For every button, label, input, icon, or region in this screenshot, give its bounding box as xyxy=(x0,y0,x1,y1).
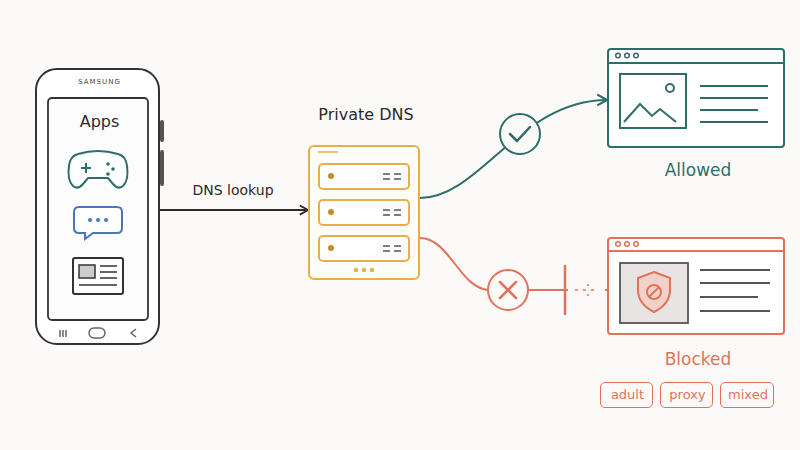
server-leds xyxy=(328,173,334,251)
check-circle xyxy=(500,114,540,154)
chat-icon xyxy=(74,207,122,239)
news-image xyxy=(79,265,95,278)
allowed-window: Allowed xyxy=(607,48,785,148)
cross-circle xyxy=(488,270,528,310)
image-placeholder xyxy=(620,74,686,128)
phone-body xyxy=(35,68,160,345)
window-dots xyxy=(616,242,639,247)
server-edge xyxy=(318,151,338,153)
nav-buttons xyxy=(60,328,136,338)
result-label: Blocked xyxy=(609,349,787,369)
category-text: proxy xyxy=(661,383,714,406)
gamepad-dpad xyxy=(81,163,91,173)
gamepad-button xyxy=(111,167,115,171)
connector xyxy=(160,209,308,211)
chat-dot xyxy=(88,218,92,222)
dashed-remainder xyxy=(575,289,599,291)
block-bar xyxy=(564,266,567,314)
image-placeholder xyxy=(620,263,688,323)
sun-icon xyxy=(666,84,674,92)
window-body xyxy=(607,237,785,335)
category-text: adult xyxy=(601,383,654,406)
gamepad-button xyxy=(106,172,110,176)
screen-heading: Apps xyxy=(37,112,162,131)
category-tag: proxy xyxy=(660,382,713,408)
category-tag: adult xyxy=(600,382,653,408)
chat-dot xyxy=(104,218,108,222)
server-body xyxy=(308,145,420,280)
connector xyxy=(420,238,607,290)
result-label: Allowed xyxy=(609,160,787,180)
phone-device: SAMSUNG Apps xyxy=(35,68,160,345)
server-label: Private DNS xyxy=(290,105,442,124)
window-body xyxy=(607,48,785,148)
gamepad-button xyxy=(106,162,110,166)
category-text: mixed xyxy=(721,383,775,406)
brand-label: SAMSUNG xyxy=(37,78,162,86)
blocked-window: Blocked xyxy=(607,237,785,335)
dashed-dot xyxy=(587,294,589,296)
window-titlebar xyxy=(607,62,785,64)
mountain-icon xyxy=(624,104,676,122)
ban-icon xyxy=(647,285,661,299)
news-icon xyxy=(73,258,123,294)
phone-button xyxy=(160,150,164,186)
text-lines xyxy=(700,270,770,311)
check-mark xyxy=(510,127,530,141)
server-dots xyxy=(354,268,374,272)
dns-server: Private DNS xyxy=(308,145,420,280)
line-gap xyxy=(568,284,605,298)
server-slots xyxy=(383,174,401,251)
category-tag: mixed xyxy=(720,382,774,408)
connector xyxy=(420,100,607,198)
window-titlebar xyxy=(607,250,785,252)
text-lines xyxy=(700,86,768,122)
gamepad-icon xyxy=(69,151,128,188)
dashed-dot xyxy=(587,284,589,286)
server-units xyxy=(319,164,409,261)
phone-button xyxy=(160,120,164,142)
window-dots xyxy=(616,53,639,58)
shield-icon xyxy=(638,272,670,312)
news-lines xyxy=(79,266,117,285)
chat-dot xyxy=(96,218,100,222)
phone-screen xyxy=(48,98,148,320)
ban-slash xyxy=(649,287,659,297)
edge-label: DNS lookup xyxy=(178,182,288,198)
cross-mark xyxy=(500,282,516,298)
